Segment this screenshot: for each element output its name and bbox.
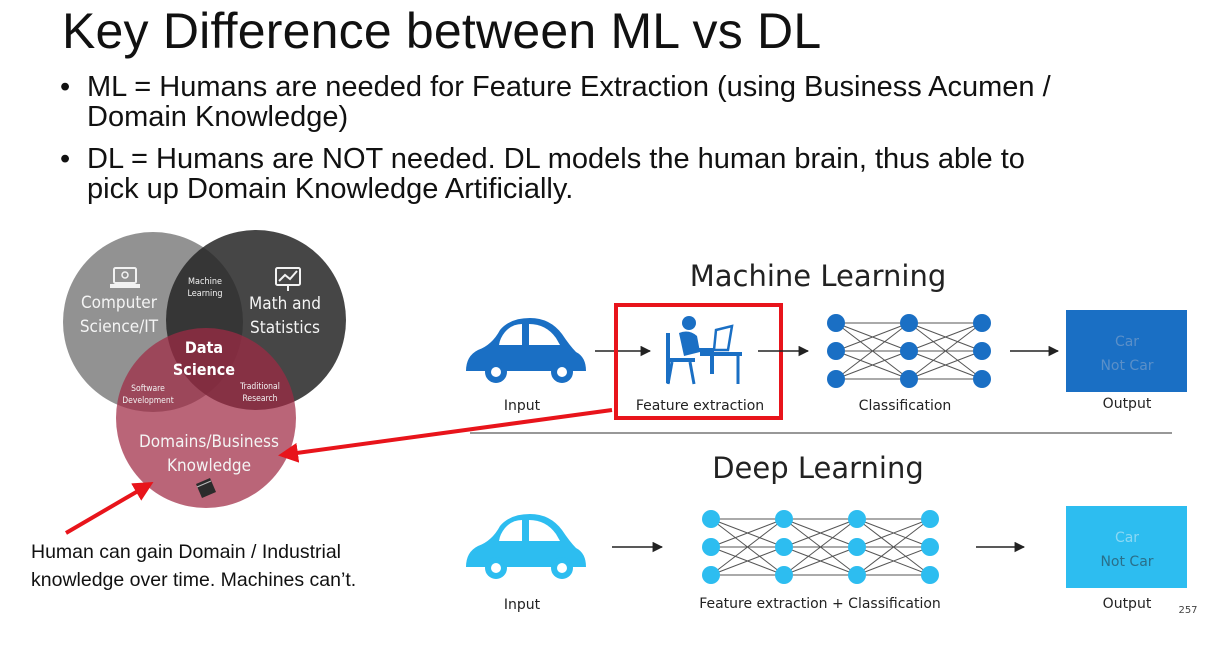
bullet-symbol: •: [60, 71, 71, 103]
traditional-research-label: Research: [242, 394, 277, 404]
network-node: [848, 566, 866, 584]
network-node: [900, 370, 918, 388]
book-icon: [196, 478, 216, 498]
network-node: [973, 370, 991, 388]
ml-output-option-not-car: Not Car: [1100, 358, 1153, 374]
red-arrow-feature-to-domain: [278, 408, 613, 463]
feature-extraction-highlight-box: [614, 303, 783, 420]
ml-title: Machine Learning: [690, 259, 947, 293]
network-edge: [856, 546, 931, 576]
network-node: [921, 566, 939, 584]
page-number: 257: [1178, 605, 1197, 616]
network-node: [827, 314, 845, 332]
ml-input-label: Input: [504, 398, 541, 414]
domains-business-label: Domains/Business: [139, 432, 279, 452]
domains-business-circle: [116, 328, 296, 508]
ml-output-label: Output: [1103, 396, 1152, 412]
bullet-symbol: •: [60, 143, 71, 175]
network-node: [775, 510, 793, 528]
network-node: [848, 538, 866, 556]
network-edge: [710, 546, 785, 576]
ml-classification-network: [835, 322, 983, 380]
computer-science-label: Computer: [81, 293, 158, 313]
math-statistics-label: Math and: [249, 294, 321, 314]
network-node: [900, 342, 918, 360]
data-science-label: Data: [185, 338, 223, 357]
network-node: [921, 538, 939, 556]
ml-output-box: [1066, 310, 1187, 392]
network-node: [702, 566, 720, 584]
network-node: [921, 510, 939, 528]
network-node: [775, 566, 793, 584]
network-node: [973, 314, 991, 332]
network-node: [973, 342, 991, 360]
traditional-research-label: Traditional: [239, 382, 280, 392]
dl-network-edges: [710, 518, 931, 576]
feature-extraction-label: Feature extraction: [636, 398, 764, 414]
bullet-dl-text: DL = Humans are NOT needed. DL models th…: [87, 143, 1025, 205]
machine-learning-label: Learning: [187, 289, 222, 299]
domains-business-label: Knowledge: [167, 456, 251, 476]
computer-science-label: Science/IT: [80, 317, 159, 337]
network-node: [775, 538, 793, 556]
dl-title: Deep Learning: [712, 451, 924, 485]
slide-title: Key Difference between ML vs DL: [62, 3, 822, 59]
math-statistics-label: Statistics: [250, 318, 320, 338]
dl-output-label: Output: [1103, 596, 1152, 612]
network-node: [702, 510, 720, 528]
feature-extraction-classification-label: Feature extraction + Classification: [699, 596, 941, 612]
car-icon: [466, 514, 586, 579]
dl-output-box: [1066, 506, 1187, 588]
car-icon: [466, 318, 586, 383]
dl-output-option-car: Car: [1115, 530, 1139, 546]
machine-learning-label: Machine: [188, 277, 222, 287]
chart-presentation-icon: [275, 267, 301, 291]
bullet-ml-text: ML = Humans are needed for Feature Extra…: [87, 71, 1051, 133]
data-science-label: Science: [173, 360, 235, 379]
person-at-desk-icon: [666, 316, 742, 385]
red-arrow-note-to-domain: [64, 481, 154, 535]
network-edge: [710, 518, 785, 576]
network-node: [848, 510, 866, 528]
network-edge: [783, 518, 858, 576]
network-edge: [710, 518, 785, 548]
network-edge: [783, 546, 858, 576]
dl-input-label: Input: [504, 597, 541, 613]
network-node: [702, 538, 720, 556]
network-edge: [856, 518, 931, 576]
dl-output-option-not-car: Not Car: [1100, 554, 1153, 570]
classification-label: Classification: [859, 398, 952, 414]
network-node: [900, 314, 918, 332]
human-note: Human can gain Domain / Industrial knowl…: [31, 541, 357, 591]
network-node: [827, 370, 845, 388]
network-edge: [856, 518, 931, 548]
ml-output-option-car: Car: [1115, 334, 1139, 350]
computer-icon: [110, 267, 140, 288]
software-development-label: Software: [131, 384, 165, 394]
software-development-label: Development: [122, 396, 174, 406]
network-node: [827, 342, 845, 360]
network-edge: [783, 518, 858, 548]
